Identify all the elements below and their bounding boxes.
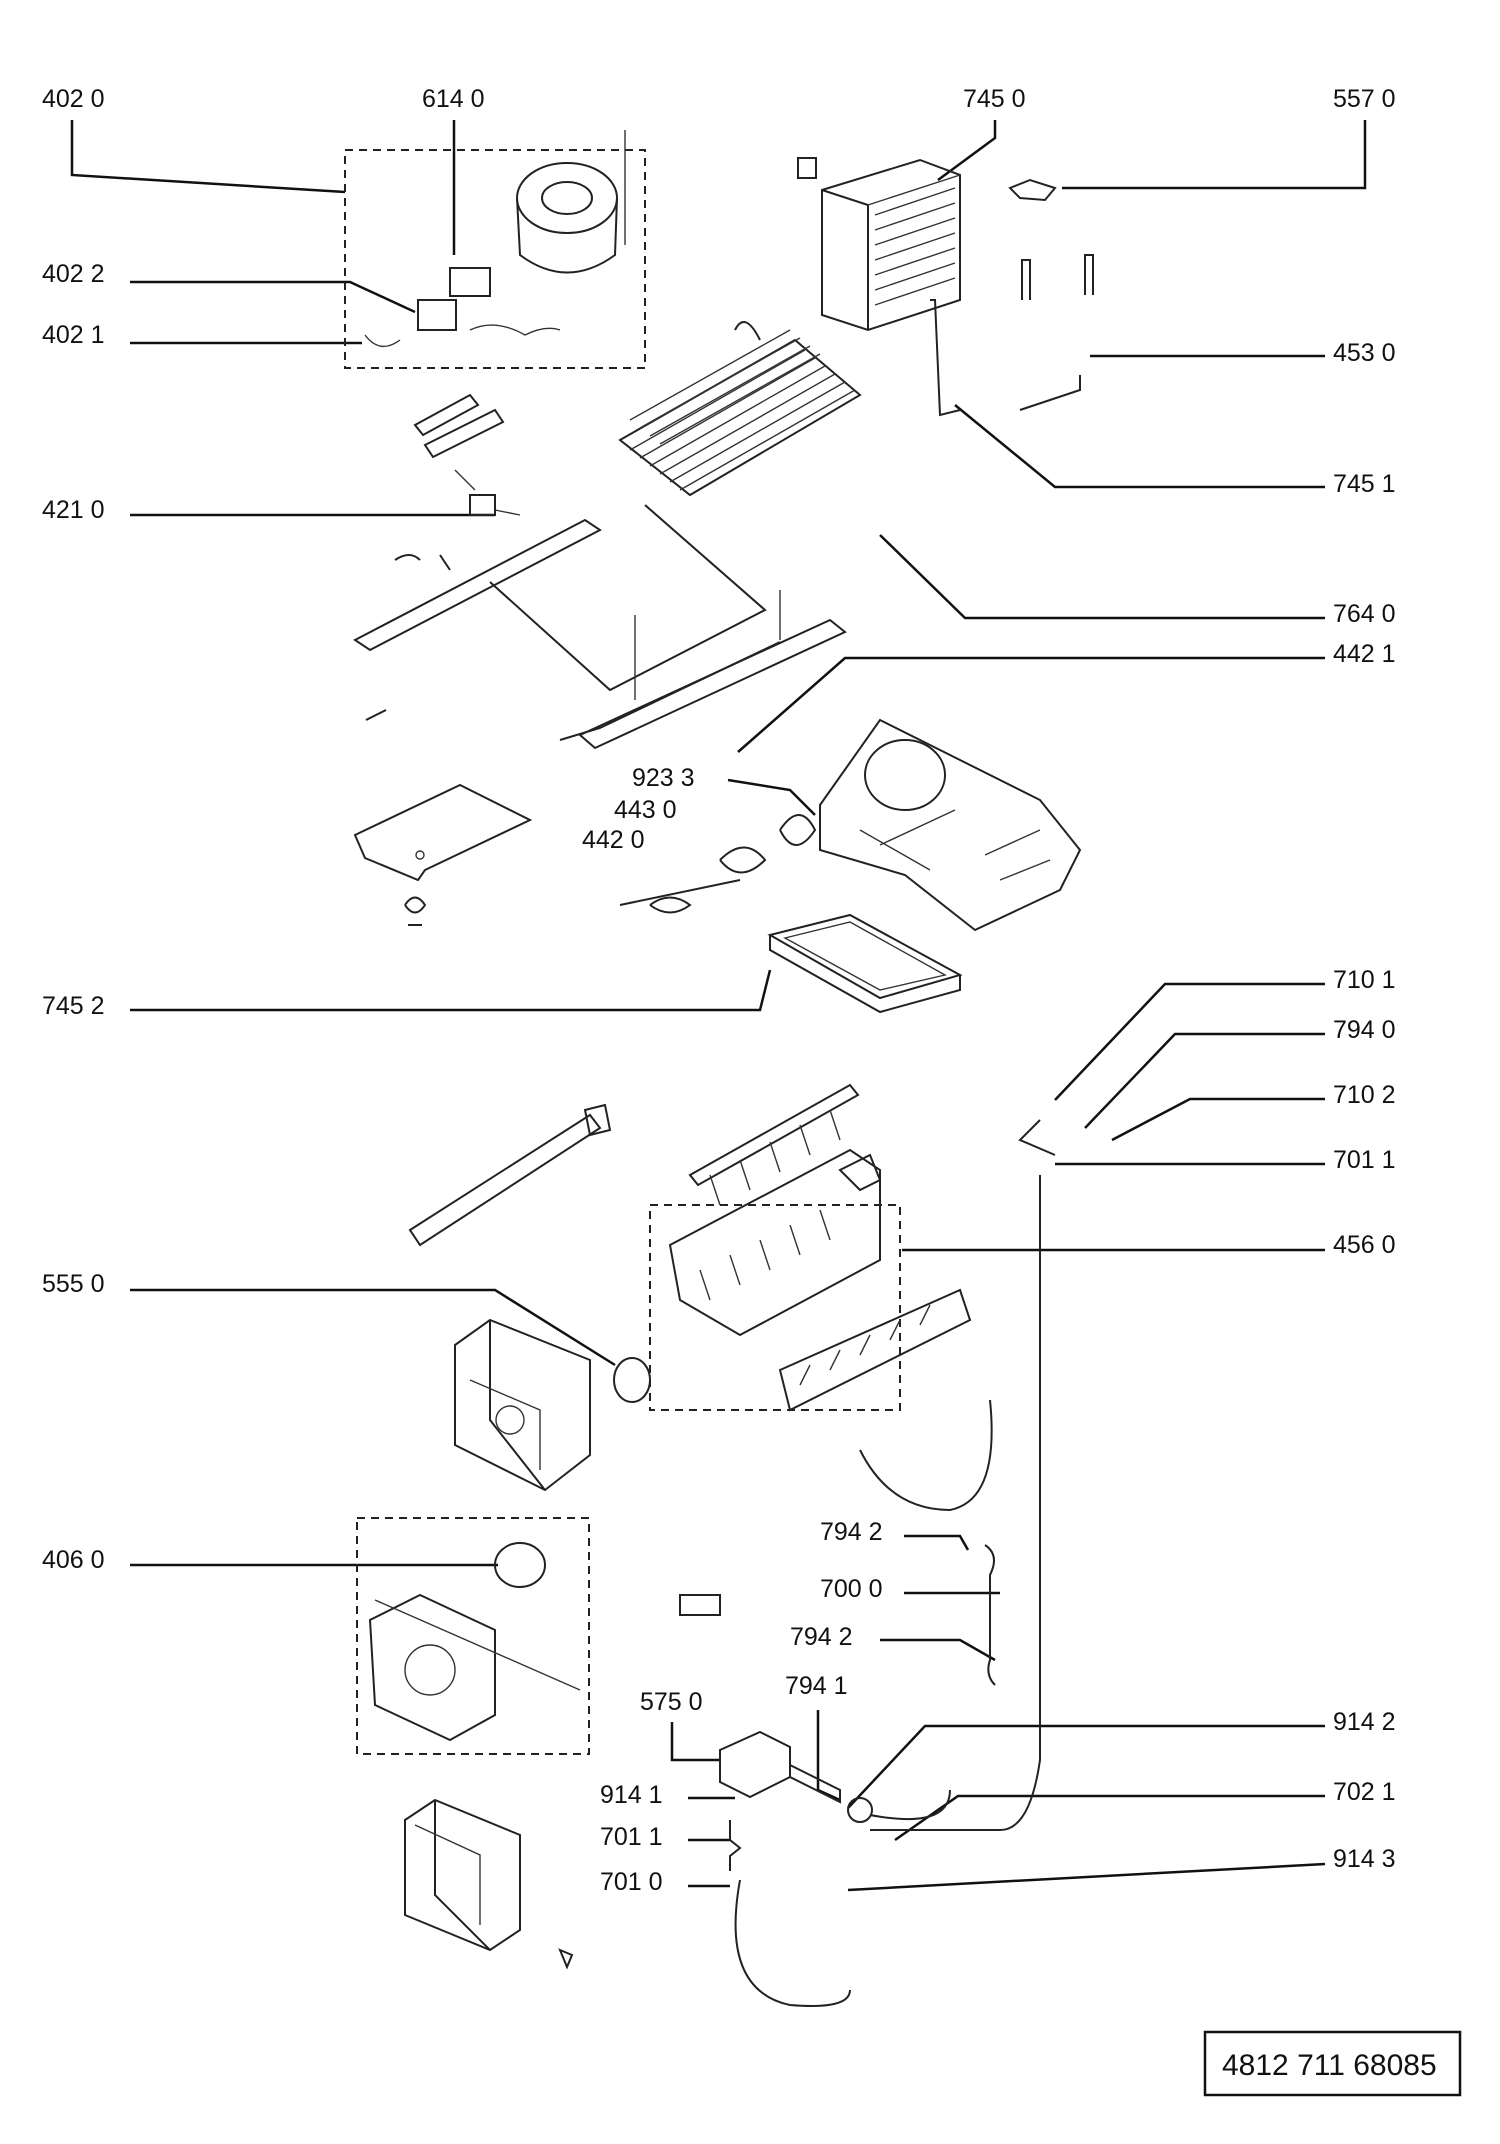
insulation-tubes: [413, 393, 505, 459]
label-745-2: 745 2: [42, 992, 105, 1020]
leader-lines: [70, 120, 1367, 1892]
label-794-2-lower: 794 2: [790, 1623, 853, 1651]
label-914-2: 914 2: [1333, 1708, 1396, 1736]
label-557-0: 557 0: [1333, 85, 1396, 113]
label-702-1: 702 1: [1333, 1778, 1396, 1806]
label-701-1-top: 701 1: [1333, 1146, 1396, 1174]
label-443-0: 443 0: [614, 796, 677, 824]
evaporator: [797, 157, 1094, 417]
condenser-coil: [618, 321, 862, 497]
label-923-3: 923 3: [632, 764, 695, 792]
label-914-3: 914 3: [1333, 1845, 1396, 1873]
label-794-0: 794 0: [1333, 1016, 1396, 1044]
label-701-1-bottom: 701 1: [600, 1823, 663, 1851]
ice-maker-assembly: [649, 1083, 993, 1512]
label-701-0: 701 0: [600, 1868, 663, 1896]
document-code: 4812 711 68085: [1203, 2030, 1462, 2097]
label-710-1: 710 1: [1333, 966, 1396, 994]
label-614-0: 614 0: [422, 85, 485, 113]
water-tube-clip: [408, 1103, 612, 1247]
ice-maker-cover: [404, 1798, 574, 1970]
label-764-0: 764 0: [1333, 600, 1396, 628]
label-555-0: 555 0: [42, 1270, 105, 1298]
label-453-0: 453 0: [1333, 339, 1396, 367]
label-402-0: 402 0: [42, 85, 105, 113]
water-valve: [679, 1119, 1056, 2007]
document-code-text: 4812 711 68085: [1222, 2049, 1437, 2082]
control-housing: [454, 1318, 651, 1492]
label-575-0: 575 0: [640, 1688, 703, 1716]
motor-module: [356, 1517, 590, 1755]
label-406-0: 406 0: [42, 1546, 105, 1574]
base-frame: [353, 504, 847, 750]
label-710-2: 710 2: [1333, 1081, 1396, 1109]
label-456-0: 456 0: [1333, 1231, 1396, 1259]
label-914-1: 914 1: [600, 1781, 663, 1809]
label-700-0: 700 0: [820, 1575, 883, 1603]
label-794-2-upper: 794 2: [820, 1518, 883, 1546]
label-745-1: 745 1: [1333, 470, 1396, 498]
fan-motor-bracket: [619, 718, 1082, 932]
drain-tray: [767, 913, 963, 1014]
label-421-0: 421 0: [42, 496, 105, 524]
label-442-1: 442 1: [1333, 640, 1396, 668]
start-relay: [454, 469, 521, 516]
label-402-1: 402 1: [42, 321, 105, 349]
label-442-0: 442 0: [582, 826, 645, 854]
compressor-assembly: [344, 130, 646, 369]
label-745-0: 745 0: [963, 85, 1026, 113]
service-plate: [353, 783, 533, 926]
label-794-1: 794 1: [785, 1672, 848, 1700]
label-402-2: 402 2: [42, 260, 105, 288]
